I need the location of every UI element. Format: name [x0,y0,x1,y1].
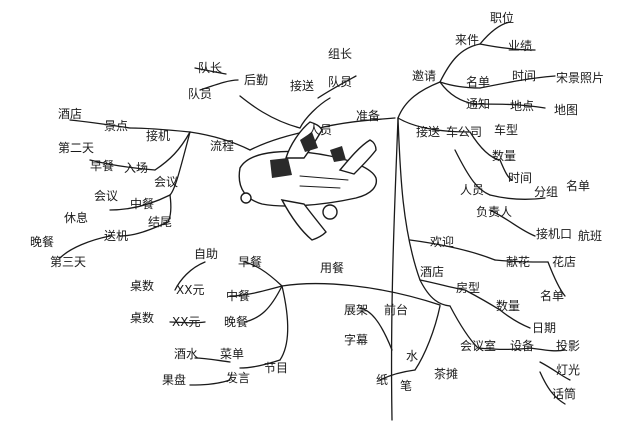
attendance-node: 来件 [455,33,479,47]
sights-node: 景点 [104,119,128,133]
end-node: 结尾 [148,215,172,229]
lunch-node: 中餐 [226,288,250,303]
speech-node: 发言 [226,370,250,385]
paper-node: 纸 [376,373,388,387]
process-dinner-node: 晚餐 [30,234,54,249]
dining-node: 用餐 [320,260,344,275]
welcome-node: 欢迎 [430,234,454,249]
flight-node: 航班 [578,228,602,243]
car-company-node: 车公司 [446,124,482,139]
people-node: 人员 [460,183,484,197]
team-leader-node: 队长 [198,60,222,75]
light-node: 灯光 [556,363,580,377]
pen-node: 笔 [400,378,412,393]
labels: 流程 人员 队长 队员 后勤 组长 队员 接送 准备 邀请 来件 职位 业绩 名… [30,10,604,401]
buffet-node: 自助 [194,247,218,261]
hotel-node: 酒店 [420,265,444,279]
water-node: 水 [406,349,418,363]
time-node: 时间 [512,69,536,83]
enter-node: 入场 [124,161,148,175]
price-2-node: XX元 [172,315,200,329]
team-members-node: 队员 [188,86,212,101]
group-list-node: 名单 [566,178,590,193]
tea-break-node: 茶摊 [434,366,458,381]
flowers-node: 献花 [506,254,530,269]
activity-node: 后勤 [244,73,268,87]
airplane-drawing [238,121,378,241]
menu-node: 菜单 [220,347,244,361]
projector-node: 投影 [556,338,580,353]
map-node: 地图 [554,103,578,117]
grouping-node: 分组 [534,185,558,199]
process-breakfast-node: 早餐 [90,158,114,173]
program-node: 节目 [264,361,288,375]
date-node: 日期 [532,321,556,335]
table-count-2-node: 桌数 [130,310,154,325]
day-three-node: 第三天 [50,255,86,269]
location-node: 地点 [510,99,534,113]
meeting-room-node: 会议室 [460,338,496,353]
guide-node: 组长 [328,47,352,61]
flower-list-node: 名单 [540,288,564,303]
rest-node: 休息 [64,210,88,225]
list-node: 名单 [466,74,490,89]
breakfast-node: 早餐 [238,254,262,269]
front-desk-node: 前台 [384,302,408,317]
quantity-node: 数量 [492,148,516,163]
meeting2-node: 会议 [94,189,118,203]
position-node: 职位 [490,10,514,25]
dinner-node: 晚餐 [224,314,248,329]
car-time-node: 时间 [508,171,532,185]
planning-node: 准备 [356,109,380,123]
center-node: 流程 [210,138,234,153]
pickup-node: 接送 [416,124,440,139]
branch-lines [59,21,571,421]
notify-node: 通知 [466,97,490,111]
send-off-node: 送机 [104,228,128,243]
company-node: 业绩 [508,39,532,53]
room-qty-node: 数量 [496,298,520,313]
invite-node: 邀请 [412,68,436,83]
badges-node: 字幕 [344,332,368,347]
process-hotel-node: 酒店 [58,107,82,121]
process-pickup-node: 接机 [146,128,170,143]
fruit-node: 果盘 [162,372,186,387]
meeting-node: 会议 [154,175,178,189]
personnel-node: 人员 [308,123,332,137]
transfer-node: 接送 [290,78,314,93]
responsible-node: 负责人 [476,205,512,219]
price-1-node: XX元 [176,283,204,297]
guide-members-node: 队员 [328,74,352,89]
florist-node: 花店 [552,254,576,269]
drinks-node: 酒水 [174,347,198,361]
photos-node: 宋景照片 [556,70,604,85]
pickup-point-node: 接机口 [536,226,572,241]
breakfast-lunch-node: 展架 [344,303,368,317]
car-model-node: 车型 [494,122,518,137]
equipment-node: 设备 [510,339,534,353]
process-lunch-node: 中餐 [130,196,154,211]
day-two-node: 第二天 [58,141,94,155]
audio-node: 话筒 [552,386,576,401]
room-type-node: 房型 [456,280,480,295]
table-count-1-node: 桌数 [130,278,154,293]
